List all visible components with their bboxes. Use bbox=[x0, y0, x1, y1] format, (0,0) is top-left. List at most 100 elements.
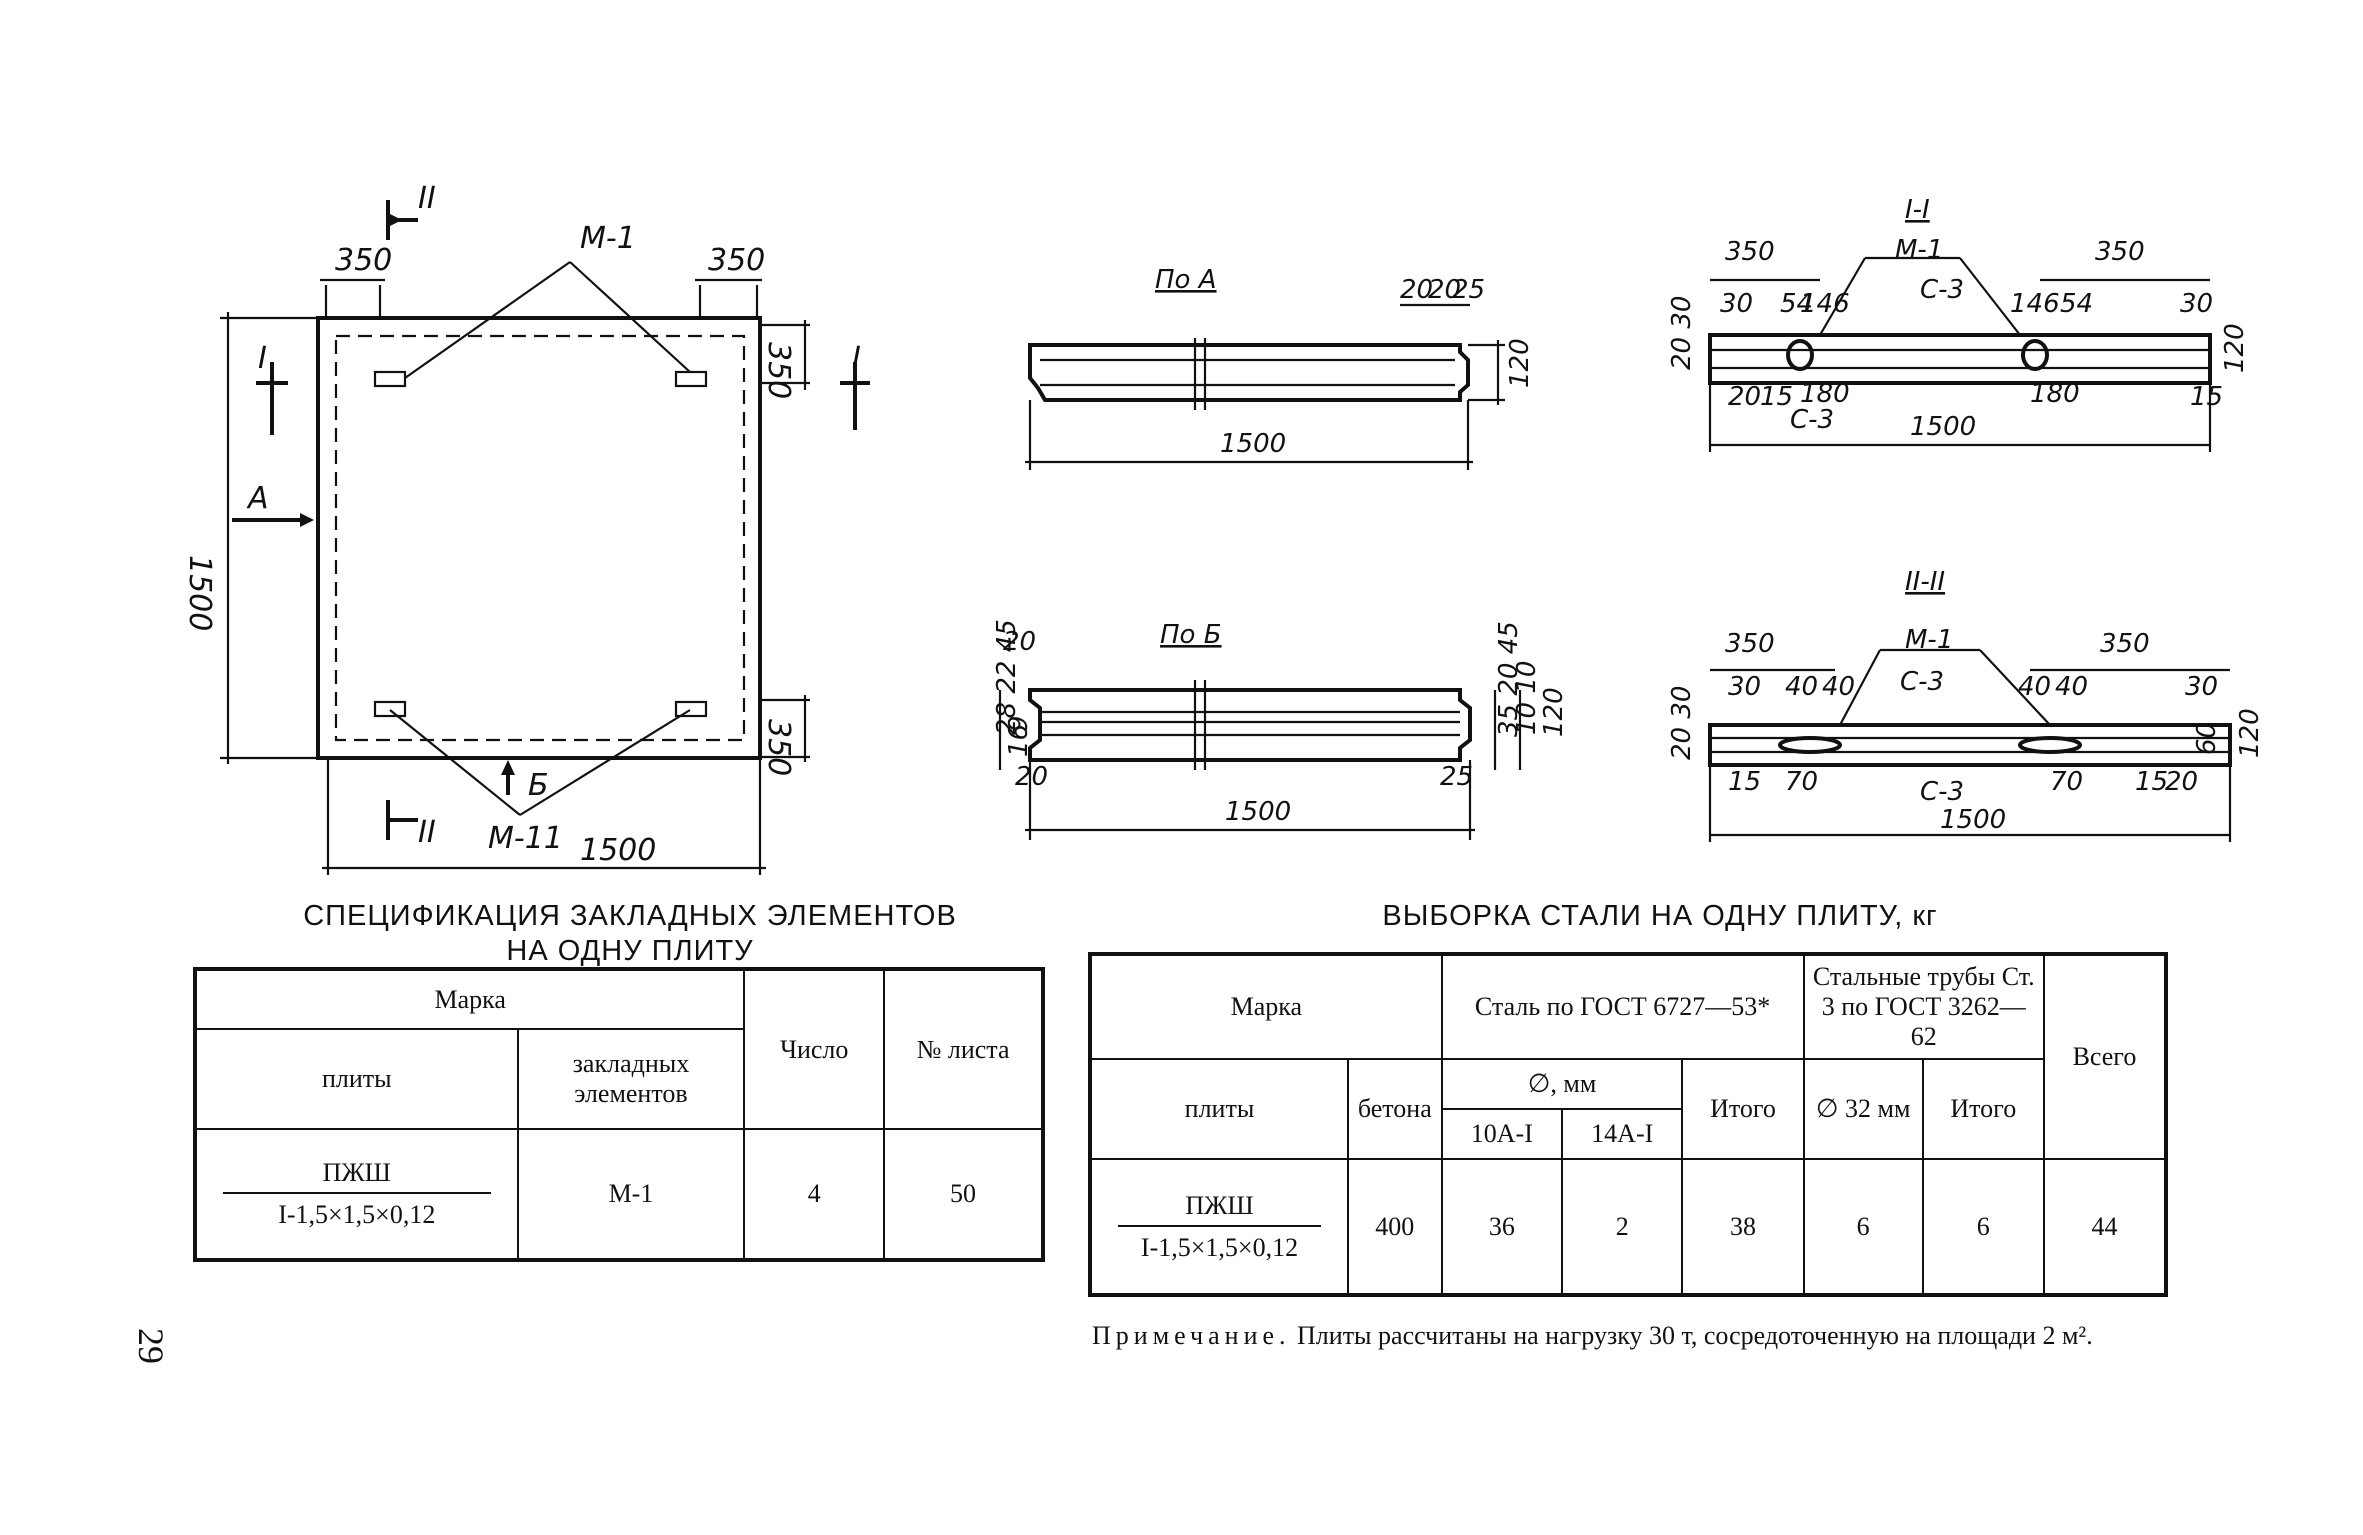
svg-text:350: 350 bbox=[761, 342, 796, 399]
svg-text:120: 120 bbox=[2235, 708, 2265, 758]
svg-text:1500: 1500 bbox=[580, 833, 656, 868]
svg-text:70: 70 bbox=[2050, 767, 2083, 797]
svg-text:I: I bbox=[852, 341, 861, 376]
svg-text:9: 9 bbox=[1004, 715, 1034, 732]
svg-text:20 30: 20 30 bbox=[1667, 296, 1697, 370]
steel-cell-itogo2: 6 bbox=[1921, 1158, 2045, 1296]
svg-text:20: 20 bbox=[1003, 627, 1036, 657]
svg-text:1500: 1500 bbox=[1940, 805, 2006, 835]
slab-outline bbox=[316, 316, 762, 760]
svg-text:15: 15 bbox=[2135, 767, 2168, 797]
spec-title-line2: НА ОДНУ ПЛИТУ bbox=[506, 935, 754, 967]
spec-plita-top: ПЖШ bbox=[223, 1158, 491, 1194]
plan-view: 350 350 350 350 1500 1500 II II I I А Б … bbox=[182, 181, 870, 875]
svg-text:350: 350 bbox=[1725, 629, 1775, 659]
svg-text:30: 30 bbox=[2180, 289, 2213, 319]
svg-text:180: 180 bbox=[1800, 379, 1850, 409]
steel-header-diam: ∅, мм bbox=[1440, 1058, 1684, 1110]
svg-text:35 20 45: 35 20 45 bbox=[1494, 621, 1524, 737]
svg-text:54: 54 bbox=[2060, 289, 2093, 319]
svg-text:М-1: М-1 bbox=[1905, 625, 1953, 655]
svg-text:146: 146 bbox=[2010, 289, 2060, 319]
steel-header-vsego: Всего bbox=[2042, 953, 2168, 1160]
svg-text:30: 30 bbox=[1728, 672, 1761, 702]
svg-text:Б: Б bbox=[528, 768, 549, 803]
view-b: По Б 1500 20 20 25 28 22 45 9 16 35 20 4… bbox=[992, 619, 1569, 840]
svg-text:40: 40 bbox=[2055, 672, 2088, 702]
steel-cell-itogo1: 38 bbox=[1681, 1158, 1805, 1296]
svg-text:40: 40 bbox=[1785, 672, 1818, 702]
steel-table: Марка Сталь по ГОСТ 6727—53* Стальные тр… bbox=[1088, 952, 2168, 1297]
steel-header-itogo2: Итого bbox=[1921, 1058, 2045, 1160]
svg-text:28 22 45: 28 22 45 bbox=[992, 619, 1022, 735]
svg-text:10 10: 10 10 bbox=[1512, 661, 1542, 735]
spec-plita-bottom: I-1,5×1,5×0,12 bbox=[278, 1200, 436, 1229]
spec-header-marka: Марка bbox=[193, 968, 746, 1030]
svg-text:54: 54 bbox=[1780, 289, 1813, 319]
svg-text:С-3: С-3 bbox=[1790, 405, 1834, 435]
svg-text:20: 20 bbox=[1428, 275, 1461, 305]
svg-text:350: 350 bbox=[335, 243, 392, 278]
steel-cell-14a: 2 bbox=[1561, 1158, 1684, 1296]
svg-text:25: 25 bbox=[1452, 275, 1485, 305]
svg-text:60: 60 bbox=[2192, 722, 2222, 755]
svg-text:1500: 1500 bbox=[1220, 429, 1286, 459]
spec-header-chislo: Число bbox=[743, 968, 886, 1130]
svg-text:40: 40 bbox=[2018, 672, 2051, 702]
svg-text:15: 15 bbox=[1760, 382, 1793, 412]
svg-text:II: II bbox=[418, 815, 436, 850]
svg-text:350: 350 bbox=[708, 243, 765, 278]
steel-header-marka: Марка bbox=[1089, 953, 1443, 1060]
svg-text:1500: 1500 bbox=[1910, 412, 1976, 442]
svg-text:20: 20 bbox=[1400, 275, 1433, 305]
svg-text:146: 146 bbox=[1800, 289, 1850, 319]
svg-text:20: 20 bbox=[2165, 767, 2198, 797]
spec-header-zakladnyh: закладных элементов bbox=[516, 1028, 746, 1130]
section-1-1: I-I 350 350 М-1 С-3 С-3 1500 30 54 146 1… bbox=[1667, 195, 2250, 452]
svg-text:350: 350 bbox=[1725, 237, 1775, 267]
spec-cell-list: 50 bbox=[883, 1128, 1044, 1261]
note: Примечание. Плиты рассчитаны на нагрузку… bbox=[1092, 1320, 2172, 1351]
svg-text:30: 30 bbox=[2185, 672, 2218, 702]
svg-text:По А: По А bbox=[1155, 265, 1217, 295]
steel-cell-vsego: 44 bbox=[2042, 1158, 2168, 1296]
steel-header-10a: 10А-I bbox=[1440, 1108, 1564, 1160]
svg-text:16: 16 bbox=[1004, 724, 1034, 757]
steel-header-tubes: Стальные трубы Ст. 3 по ГОСТ 3262—62 bbox=[1802, 953, 2045, 1060]
svg-text:25: 25 bbox=[1440, 762, 1473, 792]
steel-plita-bottom: I-1,5×1,5×0,12 bbox=[1140, 1232, 1299, 1262]
svg-text:С-3: С-3 bbox=[1920, 777, 1964, 807]
svg-text:М-11: М-11 bbox=[488, 821, 563, 856]
spec-table-title: СПЕЦИФИКАЦИЯ ЗАКЛАДНЫХ ЭЛЕМЕНТОВ НА ОДНУ… bbox=[190, 900, 1070, 968]
svg-text:С-3: С-3 bbox=[1900, 667, 1944, 697]
embedded-plate bbox=[373, 370, 407, 388]
spec-cell-chislo: 4 bbox=[743, 1128, 886, 1261]
steel-header-14a: 14А-I bbox=[1561, 1108, 1684, 1160]
spec-header-plity: плиты bbox=[194, 1028, 519, 1130]
spec-cell-plita: ПЖШ I-1,5×1,5×0,12 bbox=[194, 1128, 519, 1261]
page-number: 29 bbox=[131, 1328, 171, 1364]
svg-text:120: 120 bbox=[1539, 687, 1569, 737]
svg-text:1500: 1500 bbox=[182, 555, 217, 631]
svg-text:30: 30 bbox=[1720, 289, 1753, 319]
note-label: Примечание. bbox=[1092, 1321, 1291, 1350]
steel-cell-betona: 400 bbox=[1347, 1158, 1443, 1296]
steel-cell-plita: ПЖШ I-1,5×1,5×0,12 bbox=[1089, 1158, 1349, 1296]
svg-text:М-1: М-1 bbox=[580, 221, 636, 256]
steel-header-itogo1: Итого bbox=[1681, 1058, 1805, 1160]
svg-text:II-II: II-II bbox=[1905, 567, 1945, 597]
svg-text:20 30: 20 30 bbox=[1667, 686, 1697, 760]
svg-text:С-3: С-3 bbox=[1920, 275, 1964, 305]
svg-text:II: II bbox=[418, 181, 436, 216]
svg-text:По Б: По Б bbox=[1160, 620, 1222, 650]
embedded-plate bbox=[674, 370, 708, 388]
svg-text:350: 350 bbox=[2095, 237, 2145, 267]
steel-header-betona: бетона bbox=[1347, 1058, 1443, 1160]
svg-text:15: 15 bbox=[1728, 767, 1761, 797]
embedded-plate bbox=[674, 700, 708, 718]
svg-text:М-1: М-1 bbox=[1895, 235, 1943, 265]
svg-text:I-I: I-I bbox=[1905, 195, 1930, 225]
svg-text:20: 20 bbox=[1015, 762, 1048, 792]
steel-plita-top: ПЖШ bbox=[1118, 1191, 1321, 1227]
svg-text:1500: 1500 bbox=[1225, 797, 1291, 827]
